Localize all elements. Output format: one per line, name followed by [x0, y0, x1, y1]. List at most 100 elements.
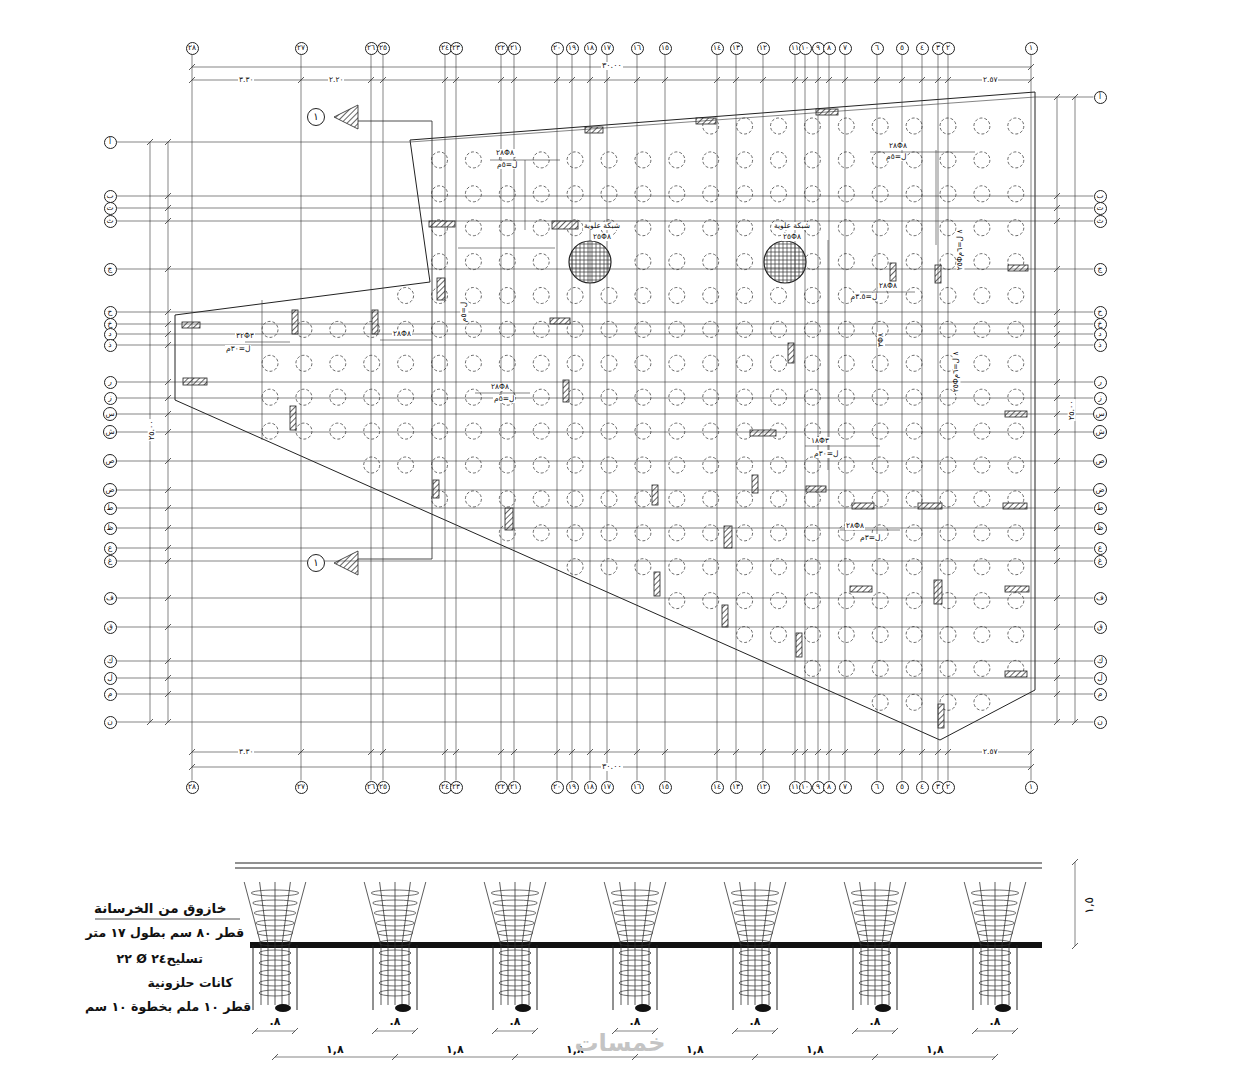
pile-circle — [974, 694, 990, 710]
pile-circle — [771, 491, 787, 507]
pile-circle — [601, 525, 617, 541]
grid-bubble: ز — [1094, 392, 1107, 405]
pile-circle — [635, 423, 651, 439]
grid-bubble: ش — [1093, 425, 1107, 439]
pile-circle — [872, 660, 888, 676]
grid-line — [572, 55, 573, 781]
pile-circle — [669, 254, 685, 270]
pile-circle — [838, 220, 854, 236]
spiral-tie — [499, 960, 531, 966]
grid-label: ٤ — [920, 783, 924, 791]
grid-label: ز — [1098, 394, 1102, 402]
dimension-line — [1057, 97, 1058, 722]
grid-line — [117, 627, 1094, 628]
grid-label: ١٧ — [603, 44, 611, 52]
pile-circle — [635, 254, 651, 270]
spiral-tie — [619, 940, 652, 946]
spiral-tie — [254, 910, 296, 916]
pile-edge — [417, 945, 418, 1010]
spiral-tie — [979, 960, 1011, 966]
grid-label: ر — [108, 378, 112, 386]
grid-label: ٤ — [920, 44, 924, 52]
pile-circle — [567, 186, 583, 202]
grid-label: ق — [1097, 623, 1103, 631]
pile-circle — [601, 152, 617, 168]
grid-bubble: م — [1094, 688, 1107, 701]
grid-bubble: ٢٦ — [365, 42, 378, 55]
pile-circle — [974, 457, 990, 473]
grid-line — [717, 55, 718, 781]
plan-annotation: ٢٨Φ٨ — [878, 282, 898, 290]
pile-toe — [755, 1004, 771, 1012]
dimension-line — [495, 1031, 535, 1032]
grid-bubble: ق — [104, 621, 117, 634]
grid-label: س — [105, 410, 114, 418]
pile-circle — [906, 389, 922, 405]
grid-line — [445, 55, 446, 781]
grid-line — [117, 661, 1094, 662]
grid-line — [117, 722, 1094, 723]
dimension-tick — [392, 1054, 398, 1060]
dimension-line — [192, 752, 1031, 753]
grid-bubble: ل — [104, 672, 117, 685]
pile-circle — [364, 457, 380, 473]
grid-label: ع — [108, 544, 112, 552]
pile-circle — [465, 355, 481, 371]
hatched-wall — [788, 343, 794, 363]
grid-label: ف — [106, 594, 114, 602]
plan-annotation: ٢٨Φ٨ — [888, 142, 908, 150]
hatched-wall — [182, 322, 200, 328]
grid-bubble: ز — [104, 392, 117, 405]
pile-circle — [838, 627, 854, 643]
grid-label: ك — [107, 657, 113, 665]
spiral-tie — [979, 940, 1012, 946]
grid-label: ١١ — [791, 783, 799, 791]
pile-circle — [974, 220, 990, 236]
spiral-tie — [619, 980, 651, 986]
grid-label: ت — [1096, 204, 1103, 212]
grid-label: ١٤ — [713, 783, 721, 791]
pile-circle — [703, 288, 719, 304]
grid-line — [117, 345, 1094, 346]
spiral-tie — [859, 960, 891, 966]
pile-circle — [838, 152, 854, 168]
spiral-tie — [499, 980, 531, 986]
dimension-line — [855, 1031, 895, 1032]
grid-bubble: ط — [1094, 502, 1107, 515]
pile-circle — [1008, 525, 1024, 541]
grid-line — [607, 55, 608, 781]
pile-circle — [974, 288, 990, 304]
grid-bubble: ص — [1093, 454, 1107, 468]
hatched-wall — [806, 486, 826, 492]
dimension-tick — [412, 1028, 418, 1034]
pile-edge — [613, 945, 614, 1010]
pile-circle — [872, 457, 888, 473]
section-number: ١ — [313, 558, 318, 568]
pile-circle — [398, 457, 414, 473]
pile-circle — [1008, 186, 1024, 202]
plan-annotation: ١٨Φ٣ — [810, 437, 830, 445]
dimension-tick — [752, 1054, 758, 1060]
spiral-tie — [979, 950, 1011, 956]
pile-circle — [364, 389, 380, 405]
plan-annotation: ٢٥Φ٨ ل=٦م — [952, 351, 960, 394]
spiral-tie — [859, 980, 891, 986]
grid-label: غ — [108, 557, 112, 565]
leader-line — [936, 150, 937, 245]
pile-circle — [906, 457, 922, 473]
grid-label: ك — [1097, 657, 1103, 665]
pile-circle — [872, 355, 888, 371]
spiral-tie — [979, 990, 1011, 996]
spiral-tie — [376, 920, 415, 926]
mesh-circle — [764, 241, 806, 283]
dimension-tick — [492, 1028, 498, 1034]
pile-circle — [703, 423, 719, 439]
grid-label: ظ — [1097, 524, 1104, 532]
rebar — [275, 882, 276, 1005]
grid-bubble: ش — [103, 425, 117, 439]
section-number: ١ — [313, 112, 318, 122]
grid-bubble: ظ — [1094, 522, 1107, 535]
mesh-bar — [771, 246, 772, 277]
pile-circle — [974, 491, 990, 507]
mesh-bar — [775, 244, 776, 281]
